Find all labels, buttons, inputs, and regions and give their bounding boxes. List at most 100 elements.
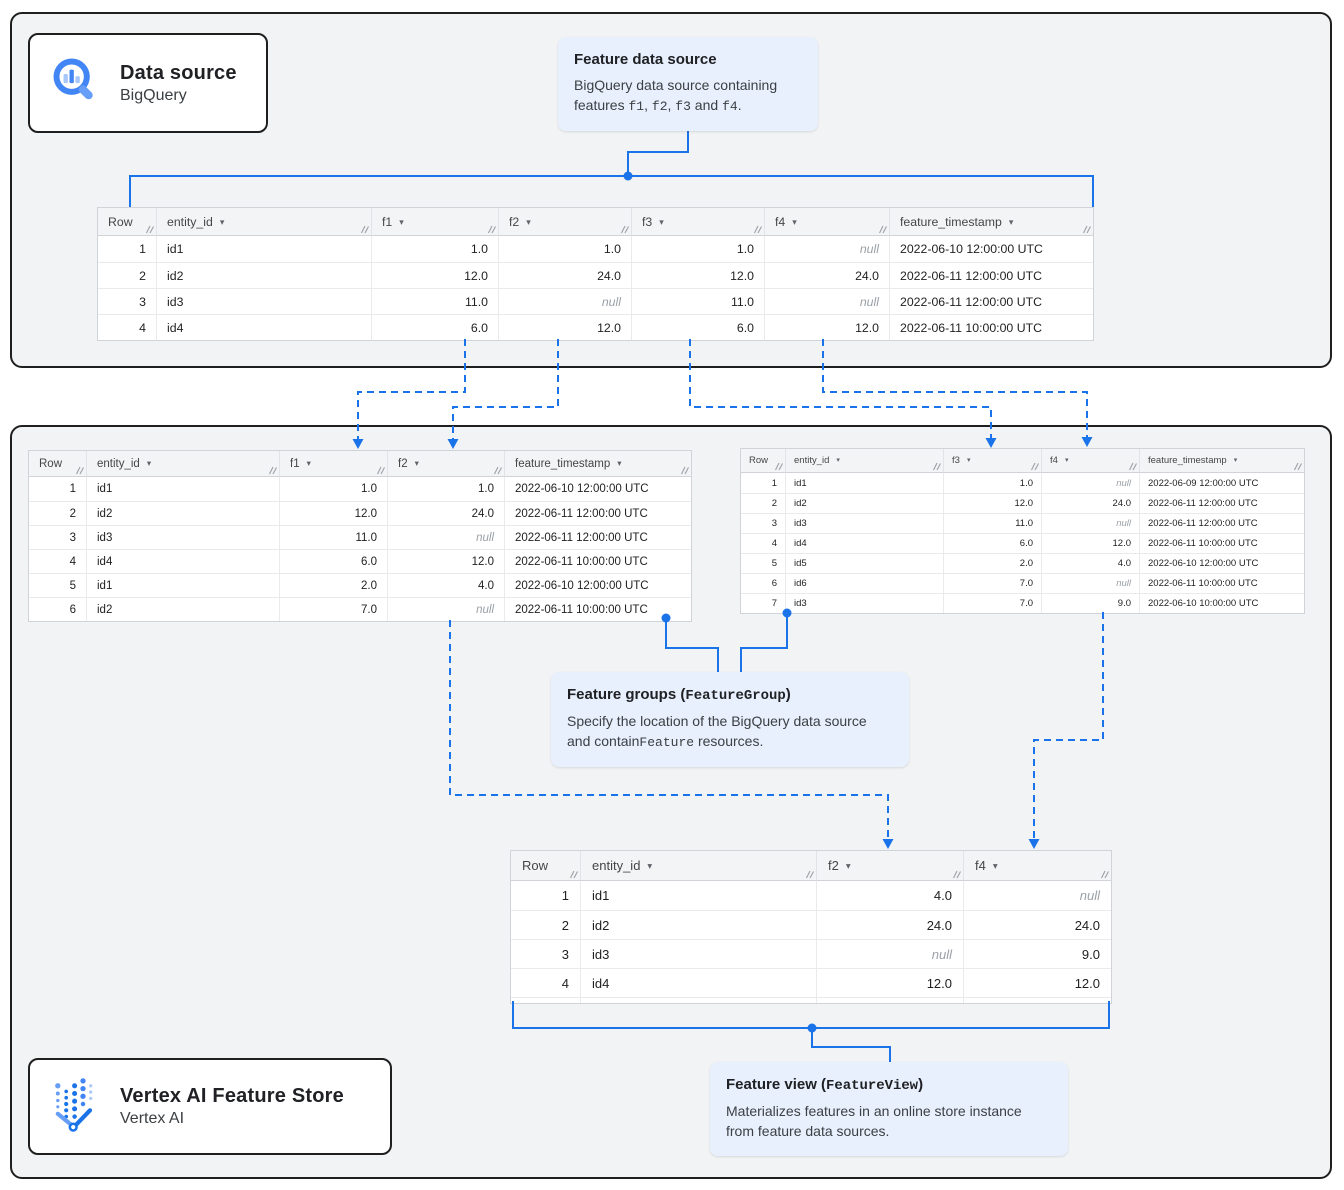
table-cell: id1 — [86, 573, 279, 597]
table-cell: 7 — [741, 593, 785, 613]
table-cell: 2022-06-11 10:00:00 UTC — [504, 597, 691, 621]
table-cell: id1 — [580, 881, 816, 910]
table-cell: 1 — [771, 477, 777, 489]
table-cell: 2022-06-11 10:00:00 UTC — [1139, 533, 1304, 553]
table-cell: 2022-06-09 12:00:00 UTC — [1139, 473, 1304, 493]
column-header-f4[interactable]: f4▾ — [963, 851, 1111, 881]
table-cell: 12.0 — [764, 314, 889, 340]
vertex-ai-icon — [50, 1076, 102, 1137]
column-header-f2[interactable]: f2▾ — [387, 451, 504, 477]
table-cell: 2 — [98, 262, 156, 288]
table-cell: null — [816, 939, 963, 968]
callout-body: Materializes features in an online store… — [726, 1103, 1022, 1140]
table-cell: 2022-06-11 10:00:00 UTC — [889, 314, 1093, 340]
column-resize-icon — [878, 225, 887, 234]
table-cell: 7.0 — [943, 573, 1041, 593]
table-cell: 24.0 — [498, 262, 631, 288]
table-cell: 2022-06-11 10:00:00 UTC — [1139, 573, 1304, 593]
data-source-card: Data source BigQuery — [28, 33, 268, 133]
table-cell: 2.0 — [279, 573, 387, 597]
bigquery-icon — [50, 55, 102, 112]
table-cell: 4 — [29, 549, 86, 573]
column-header-f1[interactable]: f1▾ — [279, 451, 387, 477]
table-cell: id1 — [785, 473, 943, 493]
sort-caret-icon: ▾ — [659, 216, 664, 227]
table-cell: 4.0 — [387, 573, 504, 597]
feature-groups-callout: Feature groups (FeatureGroup) Specify th… — [551, 672, 909, 768]
table-cell: 2022-06-11 12:00:00 UTC — [1139, 513, 1304, 533]
column-header-f2[interactable]: f2▾ — [816, 851, 963, 881]
column-header-feature_timestamp[interactable]: feature_timestamp▾ — [1139, 449, 1304, 473]
column-resize-icon — [774, 462, 783, 471]
column-resize-icon — [620, 225, 629, 234]
table-cell: 6.0 — [943, 533, 1041, 553]
column-resize-icon — [360, 225, 369, 234]
table-cell: 6.0 — [371, 314, 498, 340]
column-resize-icon — [493, 466, 502, 475]
table-cell: 7.0 — [943, 593, 1041, 613]
feature-view-callout: Feature view (FeatureView) Materializes … — [710, 1062, 1068, 1156]
column-resize-icon — [680, 466, 689, 475]
column-resize-icon — [1128, 462, 1137, 471]
table-cell: 24.0 — [764, 262, 889, 288]
table-cell: 2022-06-11 12:00:00 UTC — [504, 525, 691, 549]
table-cell: 12.0 — [498, 314, 631, 340]
column-header-entity_id[interactable]: entity_id▾ — [156, 208, 371, 236]
sort-caret-icon: ▾ — [526, 216, 531, 227]
table-cell: null — [387, 597, 504, 621]
table-cell: 5 — [29, 573, 86, 597]
table-cell: id2 — [156, 262, 371, 288]
table-cell: 12.0 — [816, 968, 963, 997]
column-header-f1[interactable]: f1▾ — [371, 208, 498, 236]
column-resize-icon — [268, 466, 277, 475]
column-header-Row: Row — [511, 851, 580, 881]
table-cell: 1.0 — [371, 236, 498, 262]
table-cell: id2 — [86, 597, 279, 621]
table-cell: 1.0 — [279, 477, 387, 501]
table-cell: 12.0 — [943, 493, 1041, 513]
table-cell: null — [1041, 573, 1139, 593]
callout-title: Feature view (FeatureView) — [726, 1076, 924, 1094]
column-header-f2[interactable]: f2▾ — [498, 208, 631, 236]
column-resize-icon — [805, 870, 814, 879]
column-header-Row: Row — [29, 451, 86, 477]
table-cell: 4 — [741, 533, 785, 553]
table-cell: 6.0 — [279, 549, 387, 573]
table-cell: 9.0 — [1041, 593, 1139, 613]
callout-title: Feature groups (FeatureGroup) — [567, 686, 791, 704]
table-cell: 2022-06-10 12:00:00 UTC — [889, 236, 1093, 262]
column-header-feature_timestamp[interactable]: feature_timestamp▾ — [889, 208, 1093, 236]
column-header-f3[interactable]: f3▾ — [631, 208, 764, 236]
table-cell: id4 — [785, 533, 943, 553]
column-header-f4[interactable]: f4▾ — [764, 208, 889, 236]
column-header-f3[interactable]: f3▾ — [943, 449, 1041, 473]
sort-caret-icon: ▾ — [1233, 457, 1238, 464]
table-cell: 11.0 — [371, 288, 498, 314]
card-title: Vertex AI Feature Store — [120, 1085, 344, 1107]
column-header-entity_id[interactable]: entity_id▾ — [785, 449, 943, 473]
table-cell: 11.0 — [631, 288, 764, 314]
table-cell: null — [963, 881, 1111, 910]
table-cell: 4.0 — [816, 881, 963, 910]
table-cell: id6 — [785, 573, 943, 593]
card-subtitle: BigQuery — [120, 86, 187, 104]
sort-caret-icon: ▾ — [306, 458, 311, 468]
column-resize-icon — [1293, 462, 1302, 471]
column-header-entity_id[interactable]: entity_id▾ — [86, 451, 279, 477]
column-header-entity_id[interactable]: entity_id▾ — [580, 851, 816, 881]
column-header-feature_timestamp[interactable]: feature_timestamp▾ — [504, 451, 691, 477]
callout-body: Specify the location of the BigQuery dat… — [567, 713, 867, 751]
column-header-f4[interactable]: f4▾ — [1041, 449, 1139, 473]
sort-caret-icon: ▾ — [647, 861, 653, 871]
table-cell: 2 — [741, 493, 785, 513]
table-cell: 6 — [29, 597, 86, 621]
